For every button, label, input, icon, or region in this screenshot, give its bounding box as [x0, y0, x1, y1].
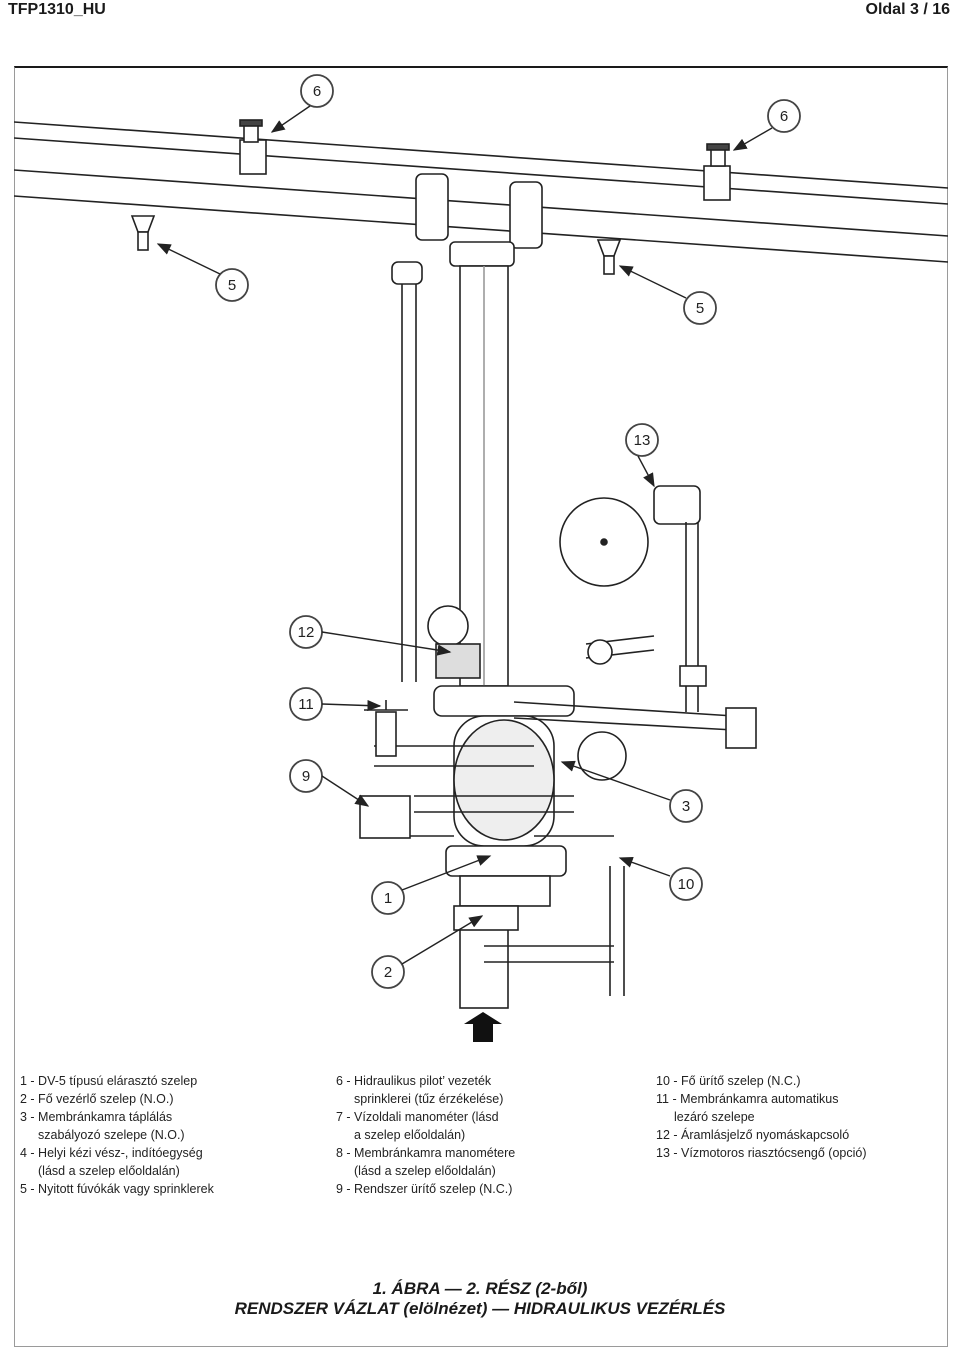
legend-item: szabályozó szelepe (N.O.)	[38, 1128, 185, 1142]
callout-1: 1	[384, 890, 392, 907]
legend-item: 11 - Membránkamra automatikus	[656, 1092, 839, 1106]
figure-caption-subtitle: RENDSZER VÁZLAT (elölnézet) — HIDRAULIKU…	[234, 1299, 726, 1318]
document-id: TFP1310_HU	[8, 1, 106, 18]
callout-10: 10	[678, 876, 695, 893]
sprinkler-upright	[239, 119, 730, 167]
callout-circle	[683, 291, 717, 325]
legend-item: 7 - Vízoldali manométer (lásd	[336, 1110, 499, 1124]
legend-item: (lásd a szelep előoldalán)	[38, 1164, 180, 1178]
legend-item: 4 - Helyi kézi vész-, indítóegység	[20, 1146, 203, 1160]
leader-arrows	[156, 105, 773, 965]
overhead-pipe	[14, 121, 948, 263]
callout-3: 3	[682, 798, 690, 815]
legend-item: 3 - Membránkamra táplálás	[20, 1110, 173, 1124]
page-number: Oldal 3 / 16	[865, 1, 950, 18]
horizontal-trim-pipe	[484, 635, 757, 996]
callout-circle	[767, 99, 801, 133]
callout-circle	[371, 881, 405, 915]
legend-column-2: 6 - Hidraulikus pilot’ vezeték sprinkler…	[336, 1072, 515, 1198]
callout-circle	[371, 955, 405, 989]
callout-11: 11	[298, 696, 314, 713]
legend-item: 2 - Fő vezérlő szelep (N.O.)	[20, 1092, 174, 1106]
callout-5: 5	[696, 300, 704, 317]
callout-13: 13	[634, 432, 651, 449]
legend-column-1: 1 - DV-5 típusú elárasztó szelep 2 - Fő …	[20, 1072, 214, 1198]
callout-6: 6	[780, 108, 788, 125]
legend-item: 5 - Nyitott fúvókák vagy sprinklerek	[20, 1182, 214, 1196]
callout-9: 9	[302, 768, 310, 785]
callout-circle	[215, 268, 249, 302]
legend-item: 9 - Rendszer ürítő szelep (N.C.)	[336, 1182, 513, 1196]
valve-trim-body	[359, 605, 627, 931]
legend-item: 8 - Membránkamra manométere	[336, 1146, 516, 1160]
callout-circle	[300, 74, 334, 108]
figure-caption-title: 1. ÁBRA — 2. RÉSZ (2-ből)	[372, 1279, 588, 1298]
legend-column-3: 10 - Fő ürítő szelep (N.C.) 11 - Membrán…	[656, 1072, 867, 1162]
bypass-pipe-left	[391, 261, 423, 682]
legend-item: (lásd a szelep előoldalán)	[354, 1164, 496, 1178]
legend-item: 10 - Fő ürítő szelep (N.C.)	[656, 1074, 801, 1088]
callout-12: 12	[298, 624, 315, 641]
callout-2: 2	[384, 964, 392, 981]
callout-circle	[669, 789, 703, 823]
callout-circle	[625, 423, 659, 457]
water-motor-alarm	[559, 485, 707, 712]
legend-item: 1 - DV-5 típusú elárasztó szelep	[20, 1074, 198, 1088]
nozzle-pendent	[130, 215, 622, 275]
main-riser-pipe	[459, 265, 509, 1009]
legend-item: 13 - Vízmotoros riasztócsengő (opció)	[656, 1146, 867, 1160]
callout-circle	[669, 867, 703, 901]
callout-5: 5	[228, 277, 236, 294]
figure-frame	[14, 66, 948, 1347]
callout-6: 6	[313, 83, 321, 100]
pipe-tee-coupling	[239, 139, 731, 267]
flow-direction-arrow	[464, 1012, 502, 1042]
legend-item: 12 - Áramlásjelző nyomáskapcsoló	[656, 1128, 850, 1142]
legend-item: sprinklerei (tűz érzékelése)	[354, 1092, 504, 1106]
legend-item: a szelep előoldalán)	[354, 1128, 466, 1142]
legend-item: lezáró szelepe	[674, 1110, 755, 1124]
system-schematic-drawing: 6 6 5 5 13 12 11 9 3 10 1 2	[14, 74, 948, 1042]
legend-item: 6 - Hidraulikus pilot’ vezeték	[336, 1074, 492, 1088]
